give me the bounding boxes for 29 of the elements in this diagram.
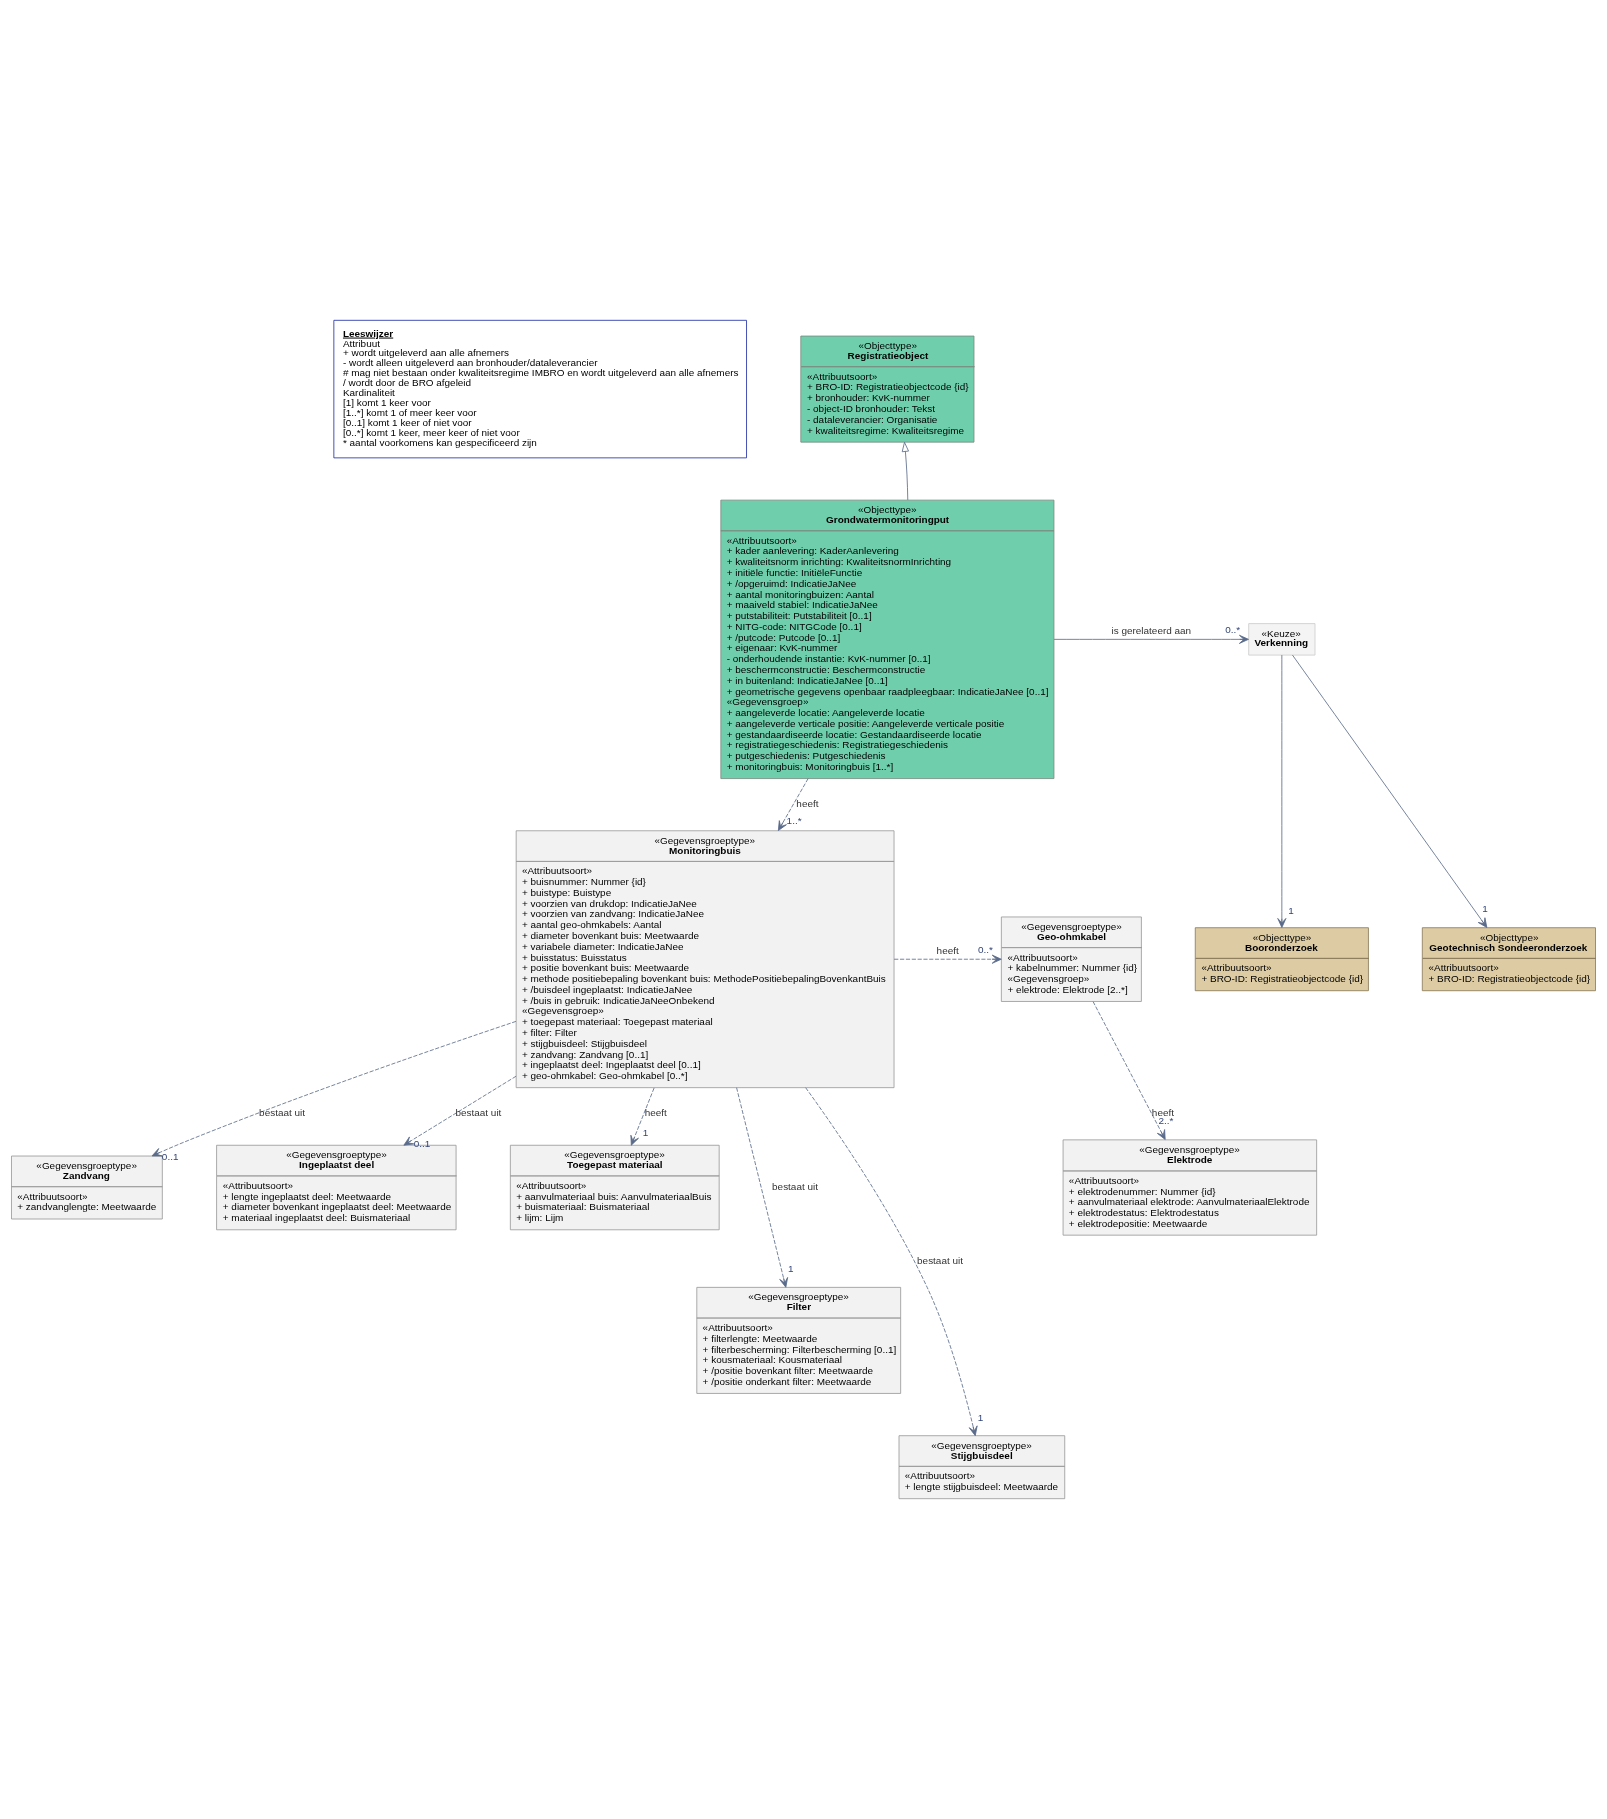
edge-label: heeft	[936, 944, 959, 956]
arrow	[630, 1087, 655, 1146]
edge-label: heeft	[644, 1107, 667, 1119]
arrow	[777, 778, 809, 831]
edge-label: bestaat uit	[259, 1107, 305, 1119]
label: 1	[1482, 902, 1488, 914]
label: 1	[642, 1127, 649, 1139]
arrow	[1277, 654, 1287, 928]
label: 0..*	[1225, 623, 1241, 635]
label: 0..1	[161, 1151, 179, 1163]
arrow	[1292, 654, 1488, 928]
edge-label: bestaat uit	[917, 1254, 963, 1266]
arrow	[151, 1021, 517, 1157]
label: 1	[977, 1411, 984, 1423]
arrow	[893, 954, 1002, 964]
edge-label: is gerelateerd aan	[1111, 625, 1192, 637]
label: 0..*	[978, 943, 993, 955]
label: 1..*	[786, 814, 802, 826]
arrow	[901, 441, 909, 501]
arrow	[403, 1075, 517, 1146]
edge-label: bestaat uit	[455, 1107, 502, 1119]
arrow	[805, 1087, 978, 1437]
edge-label: bestaat uit	[772, 1181, 818, 1193]
arrow	[736, 1087, 789, 1288]
arrow	[1053, 634, 1249, 644]
edge-label: heeft	[796, 798, 819, 810]
label: 1	[788, 1263, 794, 1275]
arrow	[1092, 1001, 1166, 1140]
label: 1	[1288, 905, 1294, 917]
